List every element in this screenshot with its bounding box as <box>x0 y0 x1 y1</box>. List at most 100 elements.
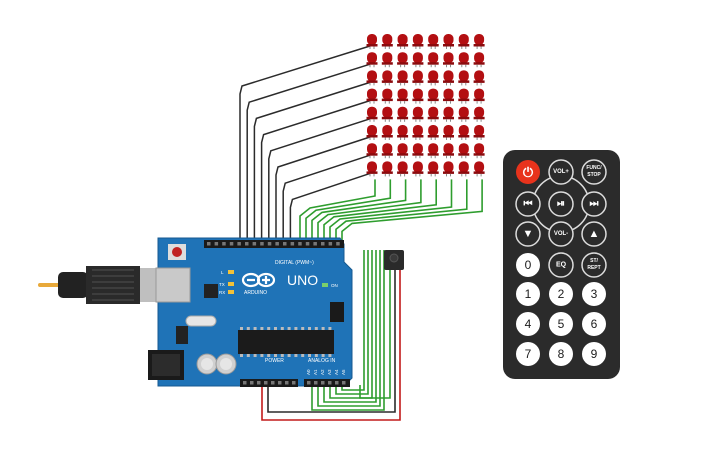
atmega-chip <box>238 330 334 354</box>
matrix-led <box>427 70 439 86</box>
rx-led <box>228 290 234 294</box>
matrix-led <box>412 125 424 140</box>
zero-button[interactable]: 0 <box>516 253 540 277</box>
digital-label: DIGITAL (PWM~) <box>275 260 314 266</box>
matrix-led <box>381 88 393 104</box>
down-button[interactable]: ▼ <box>515 221 541 247</box>
prev-button[interactable]: ⏮ <box>515 191 541 217</box>
next-icon: ⏭ <box>590 199 599 210</box>
ir-remote[interactable]: ⏻ VOL+ FUNC/ STOP ⏮ ⏯ ⏭ ▼ VOL- <box>503 150 620 379</box>
chip-pin <box>321 354 325 357</box>
power-header <box>240 379 298 387</box>
digit-button-3[interactable]: 3 <box>582 282 606 306</box>
chip-pin <box>240 327 243 330</box>
header-pin <box>292 381 296 385</box>
led-matrix[interactable] <box>366 34 485 177</box>
header-pin <box>207 242 211 246</box>
st-rept-button[interactable]: ST/ REPT <box>581 252 607 278</box>
header-pin <box>243 381 247 385</box>
digit-button-7[interactable]: 7 <box>516 342 540 366</box>
chip-pin <box>314 354 318 357</box>
digit-button-9[interactable]: 9 <box>582 342 606 366</box>
power-button[interactable]: ⏻ <box>516 160 540 184</box>
analog-pin-label: A5 <box>341 369 346 375</box>
digit-button-8[interactable]: 8 <box>549 342 573 366</box>
digit-button-5[interactable]: 5 <box>549 312 573 336</box>
vol-up-button[interactable]: VOL+ <box>548 159 574 185</box>
analog-pin-label: A4 <box>334 369 339 375</box>
chip-pin <box>274 354 277 357</box>
matrix-led <box>443 88 454 104</box>
chip-pin <box>294 327 298 330</box>
chip-pin <box>280 354 284 357</box>
matrix-led <box>458 125 470 140</box>
digit-button-2[interactable]: 2 <box>549 282 573 306</box>
column-wire <box>341 179 483 242</box>
chip-pin <box>246 327 250 330</box>
func-stop-button[interactable]: FUNC/ STOP <box>581 159 607 185</box>
usb-cable <box>38 266 158 304</box>
matrix-led <box>458 34 470 49</box>
ir-signal-wire <box>359 270 391 399</box>
chip-pin <box>301 327 305 330</box>
digit-button-4[interactable]: 4 <box>516 312 540 336</box>
vol-down-button[interactable]: VOL- <box>548 221 574 247</box>
analog-wire <box>323 250 377 403</box>
header-pin <box>336 242 340 246</box>
digit-label: 2 <box>558 287 565 301</box>
play-pause-icon: ⏯ <box>557 199 565 210</box>
column-wire <box>329 179 453 242</box>
analog-wire <box>317 250 381 407</box>
matrix-led <box>427 143 439 159</box>
reset-button[interactable] <box>172 247 182 257</box>
matrix-led <box>397 125 409 140</box>
matrix-led <box>381 161 393 177</box>
digit-label: 1 <box>525 287 532 301</box>
header-pin <box>305 242 310 246</box>
analog-wire <box>329 250 373 399</box>
l-led <box>228 270 234 274</box>
header-pin <box>222 242 226 246</box>
chip-pin <box>321 327 325 330</box>
matrix-led <box>427 34 439 49</box>
up-button[interactable]: ▲ <box>581 221 607 247</box>
power-icon: ⏻ <box>523 165 534 180</box>
chip-pin <box>253 354 257 357</box>
matrix-led <box>366 106 378 122</box>
chip-pin <box>246 354 250 357</box>
header-pin <box>275 242 279 246</box>
eq-label: EQ <box>556 262 567 269</box>
chip-pin <box>301 354 305 357</box>
header-pin <box>252 242 257 246</box>
matrix-led <box>473 106 485 122</box>
header-pin <box>342 381 346 385</box>
digit-button-1[interactable]: 1 <box>516 282 540 306</box>
header-pin <box>321 242 325 246</box>
play-pause-button[interactable]: ⏯ <box>548 191 574 217</box>
matrix-led <box>412 52 424 68</box>
ir-sensor-lens <box>389 253 399 263</box>
matrix-led <box>381 70 393 86</box>
zero-label: 0 <box>525 258 532 272</box>
matrix-led <box>473 52 485 68</box>
next-button[interactable]: ⏭ <box>581 191 607 217</box>
analog-wire <box>341 250 365 391</box>
green-wires-matrix-cols <box>299 179 483 411</box>
arduino-logo <box>241 272 276 288</box>
analog-wire <box>335 250 369 395</box>
header-pin <box>237 242 241 246</box>
header-pin <box>267 242 272 246</box>
matrix-led <box>366 34 378 49</box>
eq-button[interactable]: EQ <box>548 252 574 278</box>
row-wire <box>253 81 371 242</box>
arduino-uno-board[interactable]: UNO ARDUINO DIGITAL (PWM~) ON L TX RX PO… <box>38 237 353 387</box>
header-pin <box>283 242 287 246</box>
matrix-led <box>366 52 378 68</box>
matrix-led <box>397 161 409 177</box>
analog-pin-label: A1 <box>313 369 318 375</box>
digit-button-6[interactable]: 6 <box>582 312 606 336</box>
crystal <box>185 315 217 327</box>
column-wire <box>299 179 376 242</box>
ir-receiver[interactable] <box>384 250 404 270</box>
